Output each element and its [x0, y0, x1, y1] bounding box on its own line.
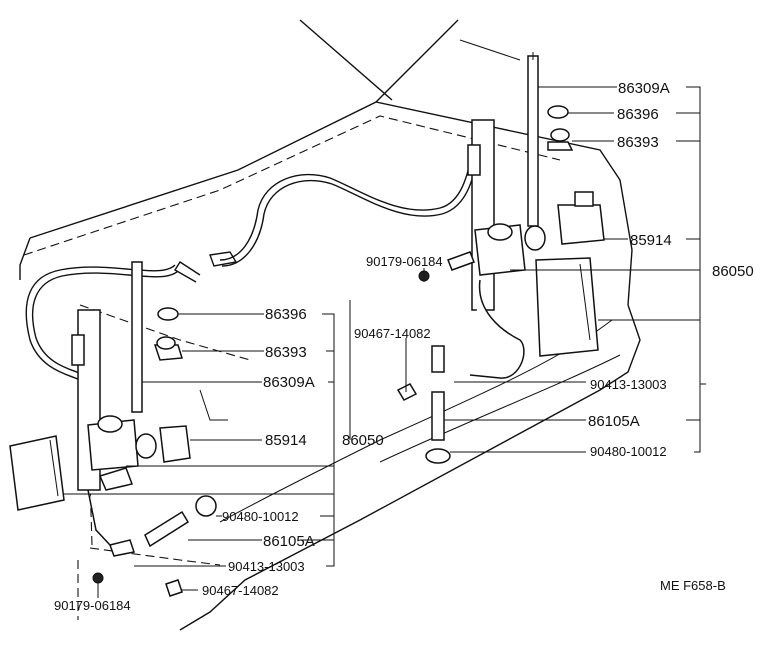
left-drain-tube-icon [87, 489, 111, 546]
right-spring-icon [524, 225, 546, 251]
label-90179-right: 90179-06184 [366, 254, 443, 269]
left-leader-lines [64, 313, 335, 598]
label-90480-right: 90480-10012 [590, 444, 667, 459]
label-86396-right: 86396 [617, 106, 659, 123]
label-86396-left: 86396 [265, 306, 307, 323]
label-90480-left: 90480-10012 [222, 509, 299, 524]
right-bezel-icon [547, 141, 574, 151]
right-grommet-icon [425, 448, 451, 464]
label-86105a-right: 86105A [588, 413, 640, 430]
left-clamp-icon [165, 579, 183, 597]
label-90467-left: 90467-14082 [202, 583, 279, 598]
label-90413-right: 90413-13003 [590, 377, 667, 392]
label-86050-right: 86050 [712, 263, 754, 280]
right-antenna-mast [527, 55, 539, 227]
left-hose-icon [144, 510, 190, 548]
label-90467-right: 90467-14082 [354, 326, 431, 341]
label-86393-left: 86393 [265, 344, 307, 361]
label-85914-right: 85914 [630, 232, 672, 249]
label-86309a-right: 86309A [618, 80, 670, 97]
left-amplifier-icon [9, 435, 65, 511]
left-bushing-icon [109, 539, 135, 557]
left-nut-icon [157, 307, 179, 321]
right-relay-icon [557, 204, 605, 245]
diagram-code: ME F658-B [660, 578, 726, 593]
left-clip-icon [92, 572, 104, 584]
left-relay-icon [159, 425, 191, 463]
left-grommet-icon [195, 495, 217, 517]
left-antenna-mast [131, 261, 143, 413]
right-nut-icon [547, 105, 569, 119]
right-antenna-assembly [396, 52, 605, 464]
label-85914-left: 85914 [265, 432, 307, 449]
label-86309a-left: 86309A [263, 374, 315, 391]
label-90413-left: 90413-13003 [228, 559, 305, 574]
right-hose-icon [431, 391, 445, 441]
label-86105a-left: 86105A [263, 533, 315, 550]
left-spring-icon [135, 433, 157, 459]
left-antenna-assembly [9, 261, 217, 597]
label-86050-left: 86050 [342, 432, 384, 449]
right-clamp-icon [396, 383, 418, 401]
right-drain-tube-icon [469, 279, 525, 379]
right-amplifier-icon [535, 257, 599, 357]
right-leader-lines [349, 86, 706, 453]
label-86393-right: 86393 [617, 134, 659, 151]
label-90179-left: 90179-06184 [54, 598, 131, 613]
right-bushing-icon [431, 345, 445, 373]
